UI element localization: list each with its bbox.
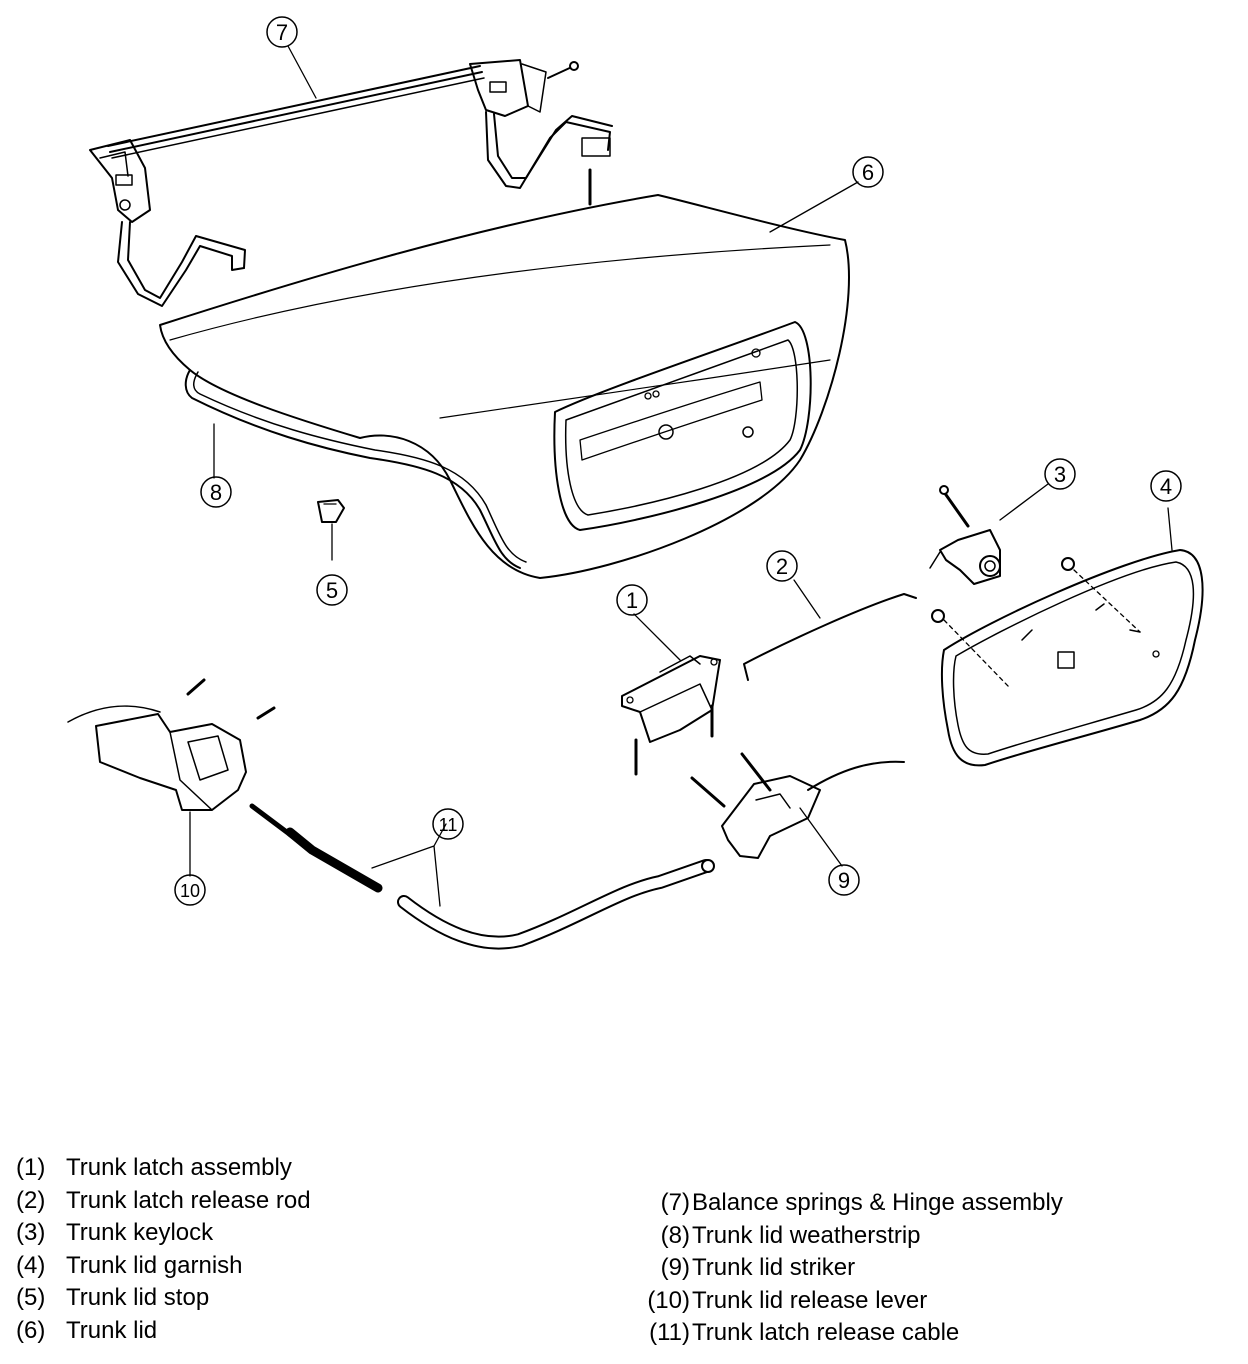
callout-6: 6 (852, 156, 884, 188)
legend-label: Trunk latch release cable (692, 1319, 960, 1347)
legend-number: (4) (16, 1251, 46, 1279)
callout-9: 9 (828, 864, 860, 896)
svg-text:3: 3 (1054, 462, 1066, 487)
svg-text:4: 4 (1160, 474, 1172, 499)
legend-label: Trunk latch assembly (66, 1154, 292, 1181)
callout-10: 10 (174, 874, 206, 906)
legend-label: Trunk keylock (66, 1219, 214, 1247)
trunk-lid-release-lever (67, 678, 276, 811)
legend-item-11: (11) Trunk latch release cable (622, 1317, 1063, 1350)
legend-label: Trunk lid striker (692, 1254, 856, 1282)
callout-5: 5 (316, 574, 348, 606)
legend-item-10: (10) Trunk lid release lever (622, 1285, 1063, 1318)
legend-number: (8) (660, 1221, 690, 1249)
callout-8: 8 (200, 476, 232, 508)
trunk-lid-striker (690, 752, 905, 859)
legend-item-1: (1) Trunk latch assembly (16, 1152, 311, 1185)
legend-number: (1) (16, 1154, 46, 1181)
legend-number: (10) (647, 1286, 690, 1314)
trunk-keylock (929, 485, 1001, 585)
leader-lines (189, 45, 1173, 907)
svg-text:2: 2 (776, 554, 788, 579)
trunk-lid-weatherstrip (184, 369, 527, 569)
trunk-latch-assembly (621, 655, 721, 776)
svg-text:6: 6 (862, 160, 874, 185)
legend-label: Trunk lid garnish (66, 1251, 243, 1279)
trunk-lid (159, 194, 850, 579)
legend-item-3: (3) Trunk keylock (16, 1217, 311, 1250)
svg-text:7: 7 (276, 20, 288, 45)
legend-label: Trunk lid weatherstrip (692, 1221, 921, 1249)
svg-text:10: 10 (180, 881, 200, 901)
legend-item-8: (8) Trunk lid weatherstrip (622, 1220, 1063, 1253)
legend-number: (5) (16, 1284, 46, 1312)
exploded-parts-diagram: 7 6 8 5 3 4 2 1 9 10 11 (67, 16, 1204, 950)
legend-label: Balance springs & Hinge assembly (692, 1189, 1063, 1216)
legend-item-6: (6) Trunk lid (16, 1315, 311, 1348)
callout-1: 1 (616, 584, 648, 616)
svg-text:1: 1 (626, 588, 638, 613)
svg-text:11: 11 (439, 815, 458, 835)
hinge-assembly (89, 59, 613, 307)
legend-item-7: (7) Balance springs & Hinge assembly (622, 1187, 1063, 1220)
callout-4: 4 (1150, 470, 1182, 502)
legend-number: (2) (16, 1186, 46, 1214)
trunk-latch-release-cable (249, 803, 715, 950)
callout-2: 2 (766, 550, 798, 582)
legend-number: (9) (660, 1254, 690, 1282)
trunk-lid-stop (317, 499, 345, 523)
legend-item-2: (2) Trunk latch release rod (16, 1185, 311, 1218)
svg-text:9: 9 (838, 868, 850, 893)
legend-number: (7) (660, 1189, 690, 1216)
legend-label: Trunk latch release rod (66, 1186, 311, 1214)
trunk-latch-release-rod (743, 593, 917, 681)
legend-number: (3) (16, 1219, 46, 1247)
legend-label: Trunk lid stop (66, 1284, 210, 1312)
callout-11: 11 (432, 808, 464, 840)
svg-text:8: 8 (210, 480, 222, 505)
callout-3: 3 (1044, 458, 1076, 490)
legend-item-9: (9) Trunk lid striker (622, 1252, 1063, 1285)
legend-item-4: (4) Trunk lid garnish (16, 1250, 311, 1283)
legend-label: Trunk lid (66, 1316, 158, 1344)
legend-label: Trunk lid release lever (692, 1286, 928, 1314)
legend-left-column: (1) Trunk latch assembly (2) Trunk latch… (16, 1152, 311, 1348)
legend-number: (11) (649, 1319, 690, 1347)
svg-text:5: 5 (326, 578, 338, 603)
trunk-lid-garnish (931, 549, 1204, 767)
legend-item-5: (5) Trunk lid stop (16, 1282, 311, 1315)
callout-7: 7 (266, 16, 298, 48)
legend-right-column: (7) Balance springs & Hinge assembly (8)… (622, 1187, 1063, 1350)
legend-number: (6) (16, 1316, 46, 1344)
